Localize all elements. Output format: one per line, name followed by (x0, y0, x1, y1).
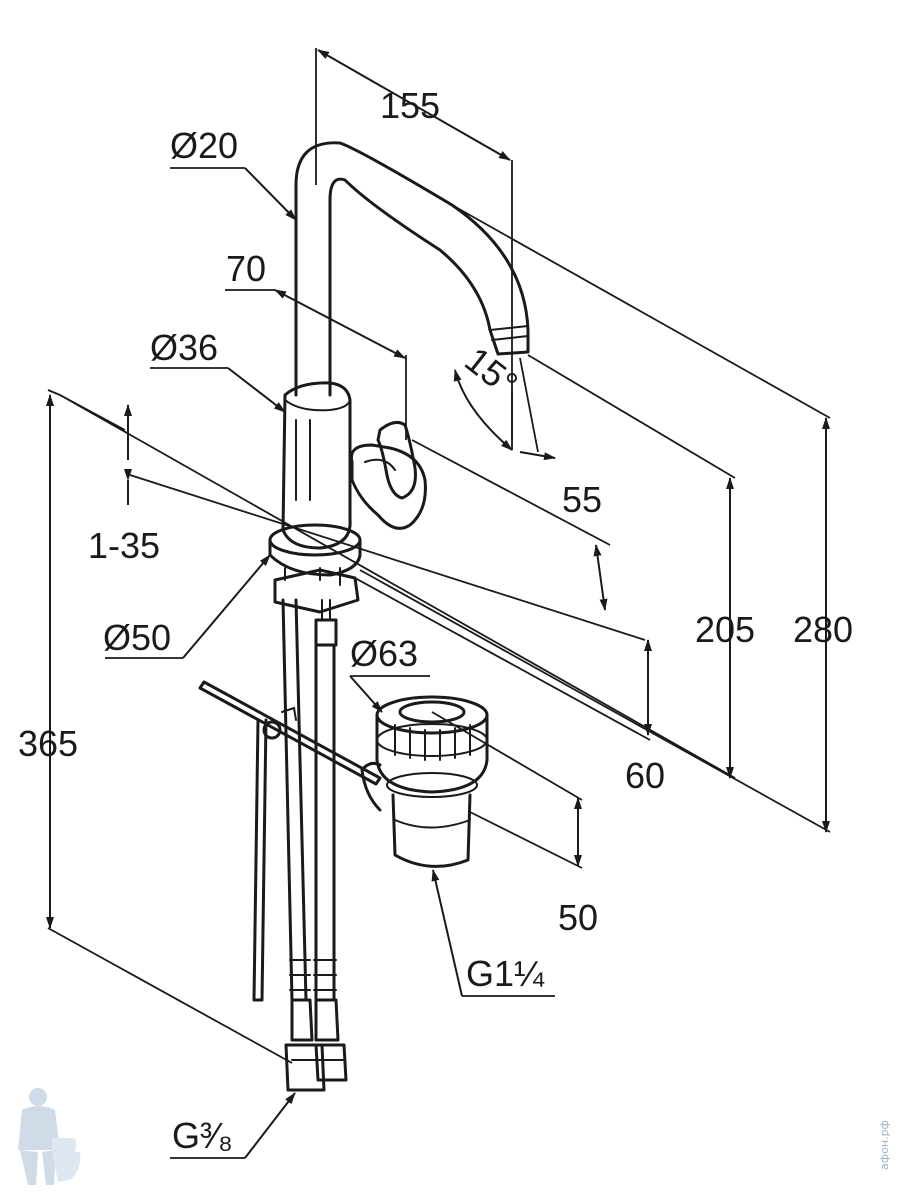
label-base-diameter: Ø50 (103, 617, 171, 658)
faucet-base (268, 523, 362, 577)
waste-valve (360, 695, 489, 868)
label-lever-height: 55 (562, 479, 602, 520)
label-body-diameter: Ø36 (150, 327, 218, 368)
label-spout-reach: 155 (380, 85, 440, 126)
label-deck-thickness: 1-35 (88, 525, 160, 566)
label-spout-diameter: Ø20 (170, 125, 238, 166)
label-waste-thread: G1¼ (466, 953, 545, 994)
label-supply-thread: G³⁄₈ (172, 1115, 233, 1156)
label-waste-height: 50 (558, 897, 598, 938)
label-base-height: 60 (625, 755, 665, 796)
faucet-body (281, 381, 352, 550)
label-total-height: 280 (793, 609, 853, 650)
faucet-lever (349, 420, 427, 530)
mounting-assembly (273, 567, 360, 647)
label-waste-diameter: Ø63 (350, 633, 418, 674)
label-spout-angle: 15° (457, 339, 525, 405)
watermark-side-text: афон.рф (878, 1120, 891, 1170)
drain-rod (198, 680, 382, 786)
dimension-lines (46, 48, 831, 1159)
label-hose-length: 365 (18, 723, 78, 764)
plumber-logo (18, 1088, 81, 1185)
supply-hoses (252, 598, 348, 1092)
label-outlet-height: 205 (695, 609, 755, 650)
label-lever-offset: 70 (226, 248, 266, 289)
